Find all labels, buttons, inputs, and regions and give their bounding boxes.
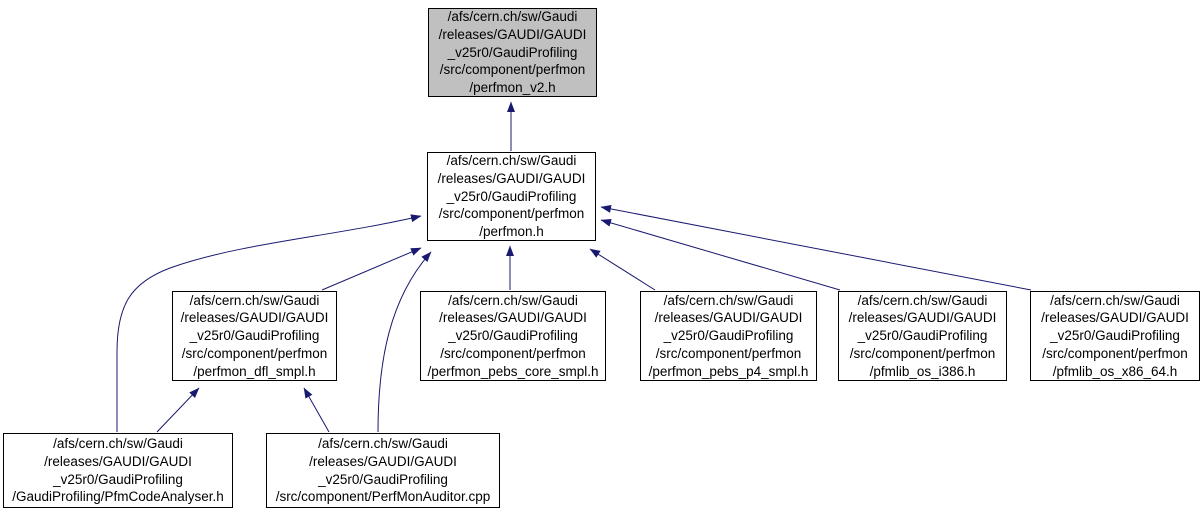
node-label-line: /afs/cern.ch/sw/Gaudi (1050, 292, 1180, 308)
node-label-line: /releases/GAUDI/GAUDI (309, 453, 457, 469)
node-label-line: /src/component/perfmon (181, 345, 328, 361)
node-label-line: /afs/cern.ch/sw/Gaudi (446, 153, 577, 169)
node-label-line: /releases/GAUDI/GAUDI (438, 26, 587, 42)
node-label-line: /releases/GAUDI/GAUDI (437, 170, 586, 186)
node-label-line: /releases/GAUDI/GAUDI (439, 310, 587, 326)
node-label-line: _v25r0/GaudiProfiling (53, 471, 183, 487)
node-label-line: _v25r0/GaudiProfiling (1050, 328, 1180, 344)
node-label-line: /src/component/perfmon (1042, 345, 1188, 361)
node-label-line: /src/component/PerfMonAuditor.cpp (275, 489, 491, 505)
node-label-line: /perfmon.h (479, 224, 544, 240)
node-label-line: /pfmlib_os_x86_64.h (1052, 363, 1178, 379)
node-label-line: /src/component/perfmon (849, 345, 996, 361)
node-perf-mon-auditor-cpp[interactable]: /afs/cern.ch/sw/Gaudi/releases/GAUDI/GAU… (266, 433, 500, 508)
edge-pfm-code-analyser-to-perfmon (116, 214, 422, 432)
node-label-line: _v25r0/GaudiProfiling (446, 188, 577, 204)
node-label-line: /src/component/perfmon (439, 62, 586, 78)
node-label-line: /releases/GAUDI/GAUDI (180, 310, 329, 326)
node-label-line: _v25r0/GaudiProfiling (857, 328, 988, 344)
node-perfmon-dfl-smpl-h[interactable]: /afs/cern.ch/sw/Gaudi/releases/GAUDI/GAU… (172, 291, 337, 381)
edge-pfmlib-i386-to-perfmon (600, 218, 841, 291)
node-label-line: /releases/GAUDI/GAUDI (848, 310, 997, 326)
node-label-line: /perfmon_v2.h (469, 80, 556, 96)
edge-perf-mon-auditor-to-dfl-smpl (303, 387, 330, 433)
node-label-line: /GaudiProfiling/PfmCodeAnalyser.h (12, 489, 224, 505)
node-pfmlib-os-x86-64-h[interactable]: /afs/cern.ch/sw/Gaudi/releases/GAUDI/GAU… (1030, 291, 1200, 381)
node-label-line: /src/component/perfmon (438, 206, 585, 222)
node-label-line: /afs/cern.ch/sw/Gaudi (189, 292, 320, 308)
node-label-line: /perfmon_pebs_p4_smpl.h (648, 363, 809, 379)
node-label-line: _v25r0/GaudiProfiling (663, 328, 794, 344)
node-label-line: /releases/GAUDI/GAUDI (654, 310, 803, 326)
node-perfmon-v2-h[interactable]: /afs/cern.ch/sw/Gaudi/releases/GAUDI/GAU… (428, 8, 597, 97)
node-perfmon-h[interactable]: /afs/cern.ch/sw/Gaudi/releases/GAUDI/GAU… (427, 152, 596, 241)
node-label-line: /afs/cern.ch/sw/Gaudi (448, 292, 578, 308)
node-label-line: _v25r0/GaudiProfiling (189, 328, 320, 344)
node-label-line: /pfmlib_os_i386.h (869, 363, 976, 379)
node-label-line: /afs/cern.ch/sw/Gaudi (663, 292, 794, 308)
node-label-line: _v25r0/GaudiProfiling (448, 328, 578, 344)
node-perfmon-pebs-core-smpl-h[interactable]: /afs/cern.ch/sw/Gaudi/releases/GAUDI/GAU… (420, 291, 606, 381)
edge-pebs-p4-to-perfmon (589, 248, 656, 291)
node-label-line: _v25r0/GaudiProfiling (318, 471, 448, 487)
node-label-line: _v25r0/GaudiProfiling (447, 44, 578, 60)
node-label-line: /src/component/perfmon (440, 345, 586, 361)
node-label-line: /perfmon_dfl_smpl.h (193, 363, 316, 379)
edge-pfmlib-x86-64-to-perfmon (600, 204, 1032, 291)
edge-pfm-code-analyser-to-dfl-smpl (156, 387, 200, 433)
node-label-line: /releases/GAUDI/GAUDI (1041, 310, 1189, 326)
node-label-line: /src/component/perfmon (655, 345, 802, 361)
node-label-line: /afs/cern.ch/sw/Gaudi (318, 436, 448, 452)
node-label-line: /afs/cern.ch/sw/Gaudi (53, 436, 183, 452)
node-label-line: /afs/cern.ch/sw/Gaudi (857, 292, 988, 308)
node-label-line: /perfmon_pebs_core_smpl.h (427, 363, 599, 379)
node-pfmlib-os-i386-h[interactable]: /afs/cern.ch/sw/Gaudi/releases/GAUDI/GAU… (838, 291, 1007, 381)
node-label-line: /releases/GAUDI/GAUDI (44, 453, 192, 469)
node-perfmon-pebs-p4-smpl-h[interactable]: /afs/cern.ch/sw/Gaudi/releases/GAUDI/GAU… (640, 291, 817, 381)
edge-dfl-smpl-to-perfmon (321, 247, 422, 291)
node-label-line: /afs/cern.ch/sw/Gaudi (447, 9, 578, 25)
node-pfm-code-analyser-h[interactable]: /afs/cern.ch/sw/Gaudi/releases/GAUDI/GAU… (3, 433, 233, 508)
edge-perf-mon-auditor-to-perfmon (377, 251, 432, 433)
